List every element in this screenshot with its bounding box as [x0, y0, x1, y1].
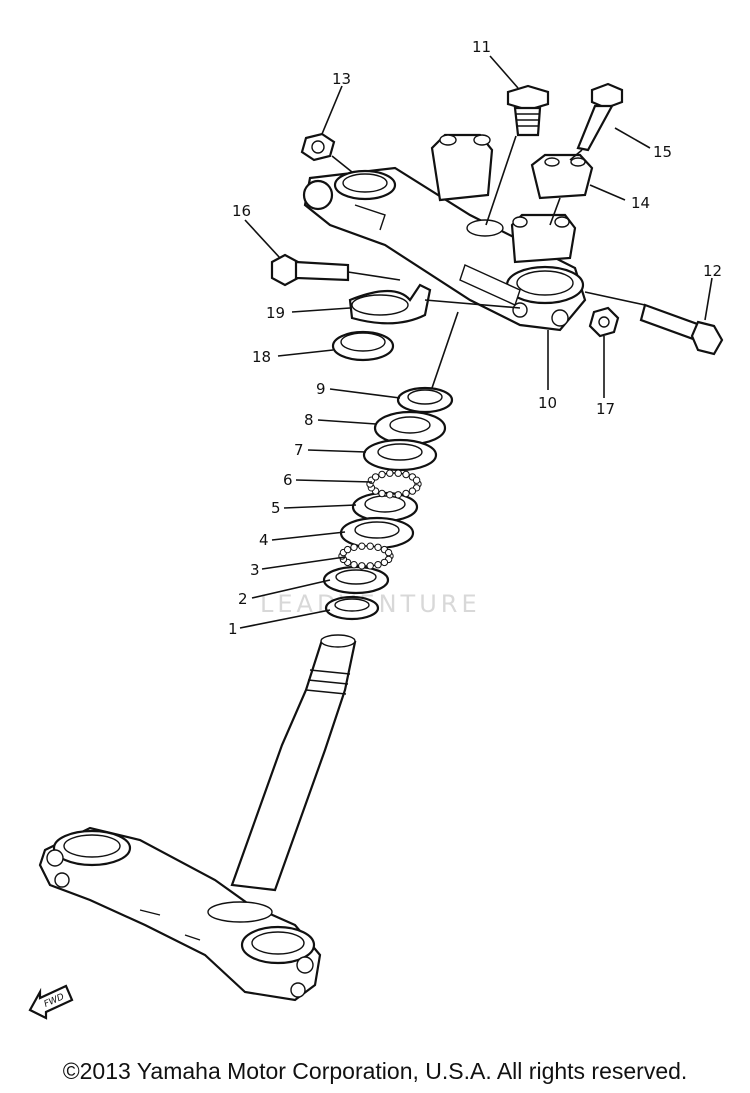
upper-handle-holder	[530, 153, 594, 200]
cable-guide-19	[348, 283, 432, 325]
callout-2: 2	[238, 590, 248, 608]
callout-17: 17	[596, 400, 615, 418]
bearing-ball	[386, 469, 394, 477]
leader-lines	[239, 55, 713, 629]
bearing-stack	[322, 386, 454, 621]
bearing-ball	[380, 558, 389, 567]
bearing-ball	[343, 545, 352, 554]
bearing-ball	[358, 562, 366, 570]
callout-13: 13	[332, 70, 351, 88]
callout-15: 15	[653, 143, 672, 161]
pinch-bolt-16	[270, 253, 350, 287]
upper-bracket	[302, 133, 587, 332]
callout-4: 4	[259, 531, 269, 549]
seal-18	[331, 330, 395, 362]
callout-9: 9	[316, 380, 326, 398]
bearing-ball	[402, 489, 410, 498]
callout-18: 18	[252, 348, 271, 366]
balls-6	[366, 469, 422, 499]
callout-12: 12	[703, 262, 722, 280]
bearing-ball	[366, 542, 374, 550]
bearing-ball	[384, 548, 393, 557]
callout-6: 6	[283, 471, 293, 489]
crown-bolt	[506, 84, 550, 137]
bearing-ball	[371, 473, 380, 481]
bearing-ball	[394, 491, 402, 499]
callout-1: 1	[228, 620, 238, 638]
holder-bolt-15	[576, 82, 624, 152]
balls-3	[338, 542, 394, 570]
bearing-ball	[350, 561, 358, 569]
bearing-ball	[402, 470, 410, 479]
callout-7: 7	[294, 441, 304, 459]
bearing-ball	[412, 476, 421, 484]
copyright-notice: ©2013 Yamaha Motor Corporation, U.S.A. A…	[62, 1058, 688, 1084]
bearing-ball	[394, 469, 402, 477]
callout-5: 5	[271, 499, 281, 517]
bearing-ball	[358, 542, 366, 550]
callout-8: 8	[304, 411, 314, 429]
bearing-ball	[408, 487, 417, 495]
lower-bracket	[38, 826, 322, 1002]
callout-10: 10	[538, 394, 557, 412]
nut-13	[300, 132, 336, 162]
callout-labels: 1 2 3 4 5 6 7 8 9 10 11 12 13 14 15 16 1…	[228, 38, 722, 638]
nut-17	[588, 306, 620, 338]
bearing-ball	[366, 562, 374, 570]
callout-11: 11	[472, 38, 491, 56]
steering-stem	[230, 634, 357, 892]
callout-19: 19	[266, 304, 285, 322]
bearing-ball	[378, 470, 386, 479]
bearing-ball	[374, 543, 382, 551]
bearing-ball	[386, 491, 394, 499]
bearing-ball	[374, 561, 382, 569]
bearing-ball	[350, 543, 358, 551]
callout-16: 16	[232, 202, 251, 220]
callout-3: 3	[250, 561, 260, 579]
pinch-bolt-12	[639, 303, 724, 356]
steering-exploded-diagram: LEADVENTURE	[28, 38, 724, 1020]
forward-arrow-icon: FWD	[28, 984, 74, 1020]
bearing-ball	[378, 489, 386, 498]
callout-14: 14	[631, 194, 650, 212]
